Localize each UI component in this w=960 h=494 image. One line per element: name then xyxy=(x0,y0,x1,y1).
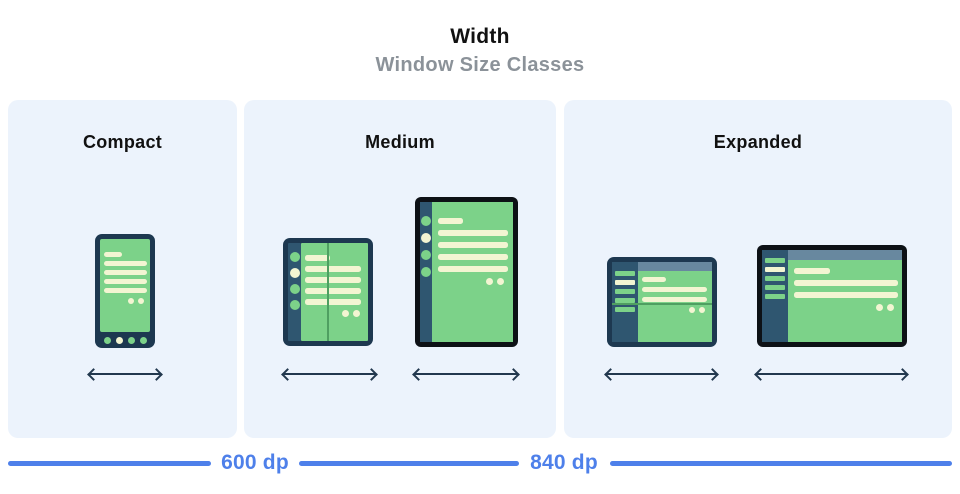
foldable-landscape-illustration xyxy=(607,257,717,347)
nav-dot xyxy=(115,336,123,344)
content-line xyxy=(794,280,898,286)
phone-navbar xyxy=(100,332,150,348)
content-line xyxy=(642,277,666,282)
app-topbar xyxy=(788,250,902,260)
content-line xyxy=(438,230,508,236)
nav-dot xyxy=(127,336,135,344)
app-topbar xyxy=(638,262,712,271)
panel-compact-title: Compact xyxy=(82,132,163,152)
sidebar-dot xyxy=(421,233,431,243)
content-line xyxy=(104,279,147,284)
content-line xyxy=(794,292,898,298)
ruler-line-segment xyxy=(610,461,952,466)
page-subtitle: Window Size Classes xyxy=(375,54,585,76)
sidebar-dot xyxy=(289,268,300,278)
sidebar-bar xyxy=(765,285,785,290)
breakpoint-840dp-label: 840 dp xyxy=(530,451,598,474)
tablet-screen xyxy=(432,202,513,342)
width-arrow-foldable-landscape xyxy=(605,368,718,380)
content-line xyxy=(642,287,707,292)
content-line xyxy=(642,297,707,302)
content-line xyxy=(438,218,463,224)
panel-expanded-title: Expanded xyxy=(713,132,803,152)
content-line xyxy=(305,255,330,261)
foldable-open-illustration xyxy=(283,238,373,346)
device-main-area xyxy=(788,250,902,342)
panel-medium-title: Medium xyxy=(365,132,435,152)
sidebar-bar xyxy=(615,307,635,312)
sidebar-dot xyxy=(289,284,300,294)
content-line xyxy=(305,288,361,294)
foldable-screen xyxy=(301,243,368,341)
sidebar-dot xyxy=(289,252,300,262)
content-line xyxy=(794,268,830,274)
device-sidebar xyxy=(612,262,638,342)
ruler-line-segment xyxy=(8,461,211,466)
sidebar-bar xyxy=(765,276,785,281)
sidebar-bar xyxy=(615,289,635,294)
width-arrow-foldable xyxy=(282,368,377,380)
breakpoint-600dp-label: 600 dp xyxy=(221,451,289,474)
content-dots xyxy=(642,307,708,313)
content-dots xyxy=(305,310,363,317)
fold-hinge-line xyxy=(612,302,712,305)
sidebar-bar xyxy=(615,280,635,285)
content-line xyxy=(104,270,147,275)
nav-dot xyxy=(139,336,147,344)
content-dots xyxy=(438,278,508,285)
content-line xyxy=(305,266,361,272)
tablet-portrait-illustration xyxy=(415,197,518,347)
width-arrow-phone xyxy=(88,368,162,380)
content-line xyxy=(104,261,147,266)
content-line xyxy=(104,252,122,257)
width-arrow-tablet-landscape xyxy=(755,368,908,380)
content-line xyxy=(438,242,508,248)
content-line xyxy=(104,288,147,293)
page-title: Width xyxy=(450,25,510,48)
content-line xyxy=(438,266,508,272)
tablet-landscape-illustration xyxy=(757,245,907,347)
device-content xyxy=(788,260,902,342)
fold-hinge-line xyxy=(327,243,329,341)
nav-dot xyxy=(103,336,111,344)
content-line xyxy=(305,299,361,305)
width-arrow-tablet xyxy=(413,368,519,380)
sidebar-bar xyxy=(765,258,785,263)
content-dots xyxy=(104,298,146,304)
sidebar-bar xyxy=(765,267,785,272)
panel-expanded: Expanded xyxy=(564,100,952,438)
device-sidebar xyxy=(288,243,301,341)
sidebar-bar xyxy=(615,298,635,303)
device-sidebar xyxy=(762,250,788,342)
phone-screen xyxy=(100,239,150,332)
panel-compact: Compact xyxy=(8,100,237,438)
content-dots xyxy=(794,304,898,311)
device-sidebar xyxy=(420,202,432,342)
sidebar-bar xyxy=(615,271,635,276)
phone-illustration xyxy=(95,234,155,348)
device-content xyxy=(638,271,712,342)
ruler-line-segment xyxy=(299,461,519,466)
sidebar-dot xyxy=(289,300,300,310)
sidebar-dot xyxy=(421,250,431,260)
sidebar-dot xyxy=(421,216,431,226)
panel-medium: Medium xyxy=(244,100,556,438)
content-line xyxy=(305,277,361,283)
device-main-area xyxy=(638,262,712,342)
sidebar-bar xyxy=(765,294,785,299)
sidebar-dot xyxy=(421,267,431,277)
content-line xyxy=(438,254,508,260)
